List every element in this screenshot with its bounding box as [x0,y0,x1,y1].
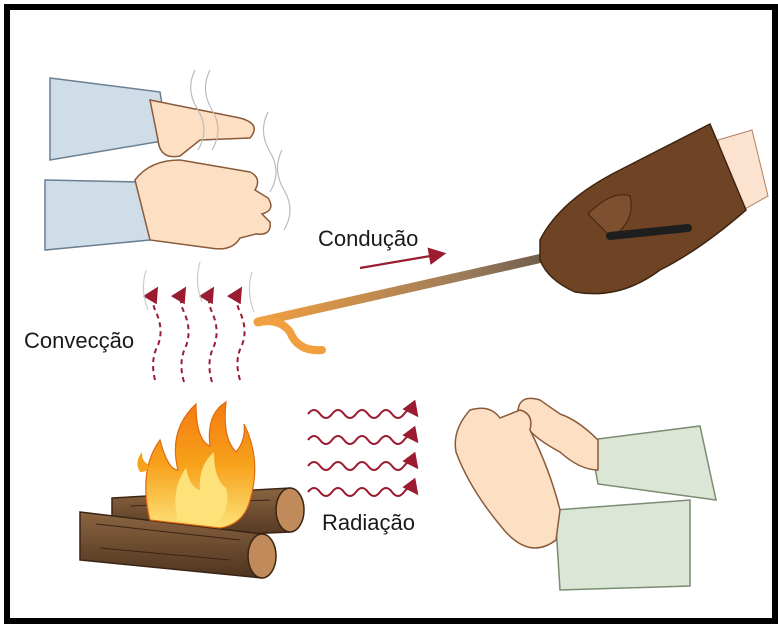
radiation-label: Radiação [322,510,415,536]
radiation-arrows-icon [308,410,416,496]
campfire-icon [137,402,254,528]
conduction-arrow-icon [360,254,442,268]
glove-holding-rod-icon [540,124,768,294]
convection-label: Convecção [24,328,134,354]
hands-above-fire-icon [45,70,290,250]
conduction-label: Condução [318,226,418,252]
convection-arrows-icon [143,262,254,382]
hands-near-fire-icon [455,398,716,590]
